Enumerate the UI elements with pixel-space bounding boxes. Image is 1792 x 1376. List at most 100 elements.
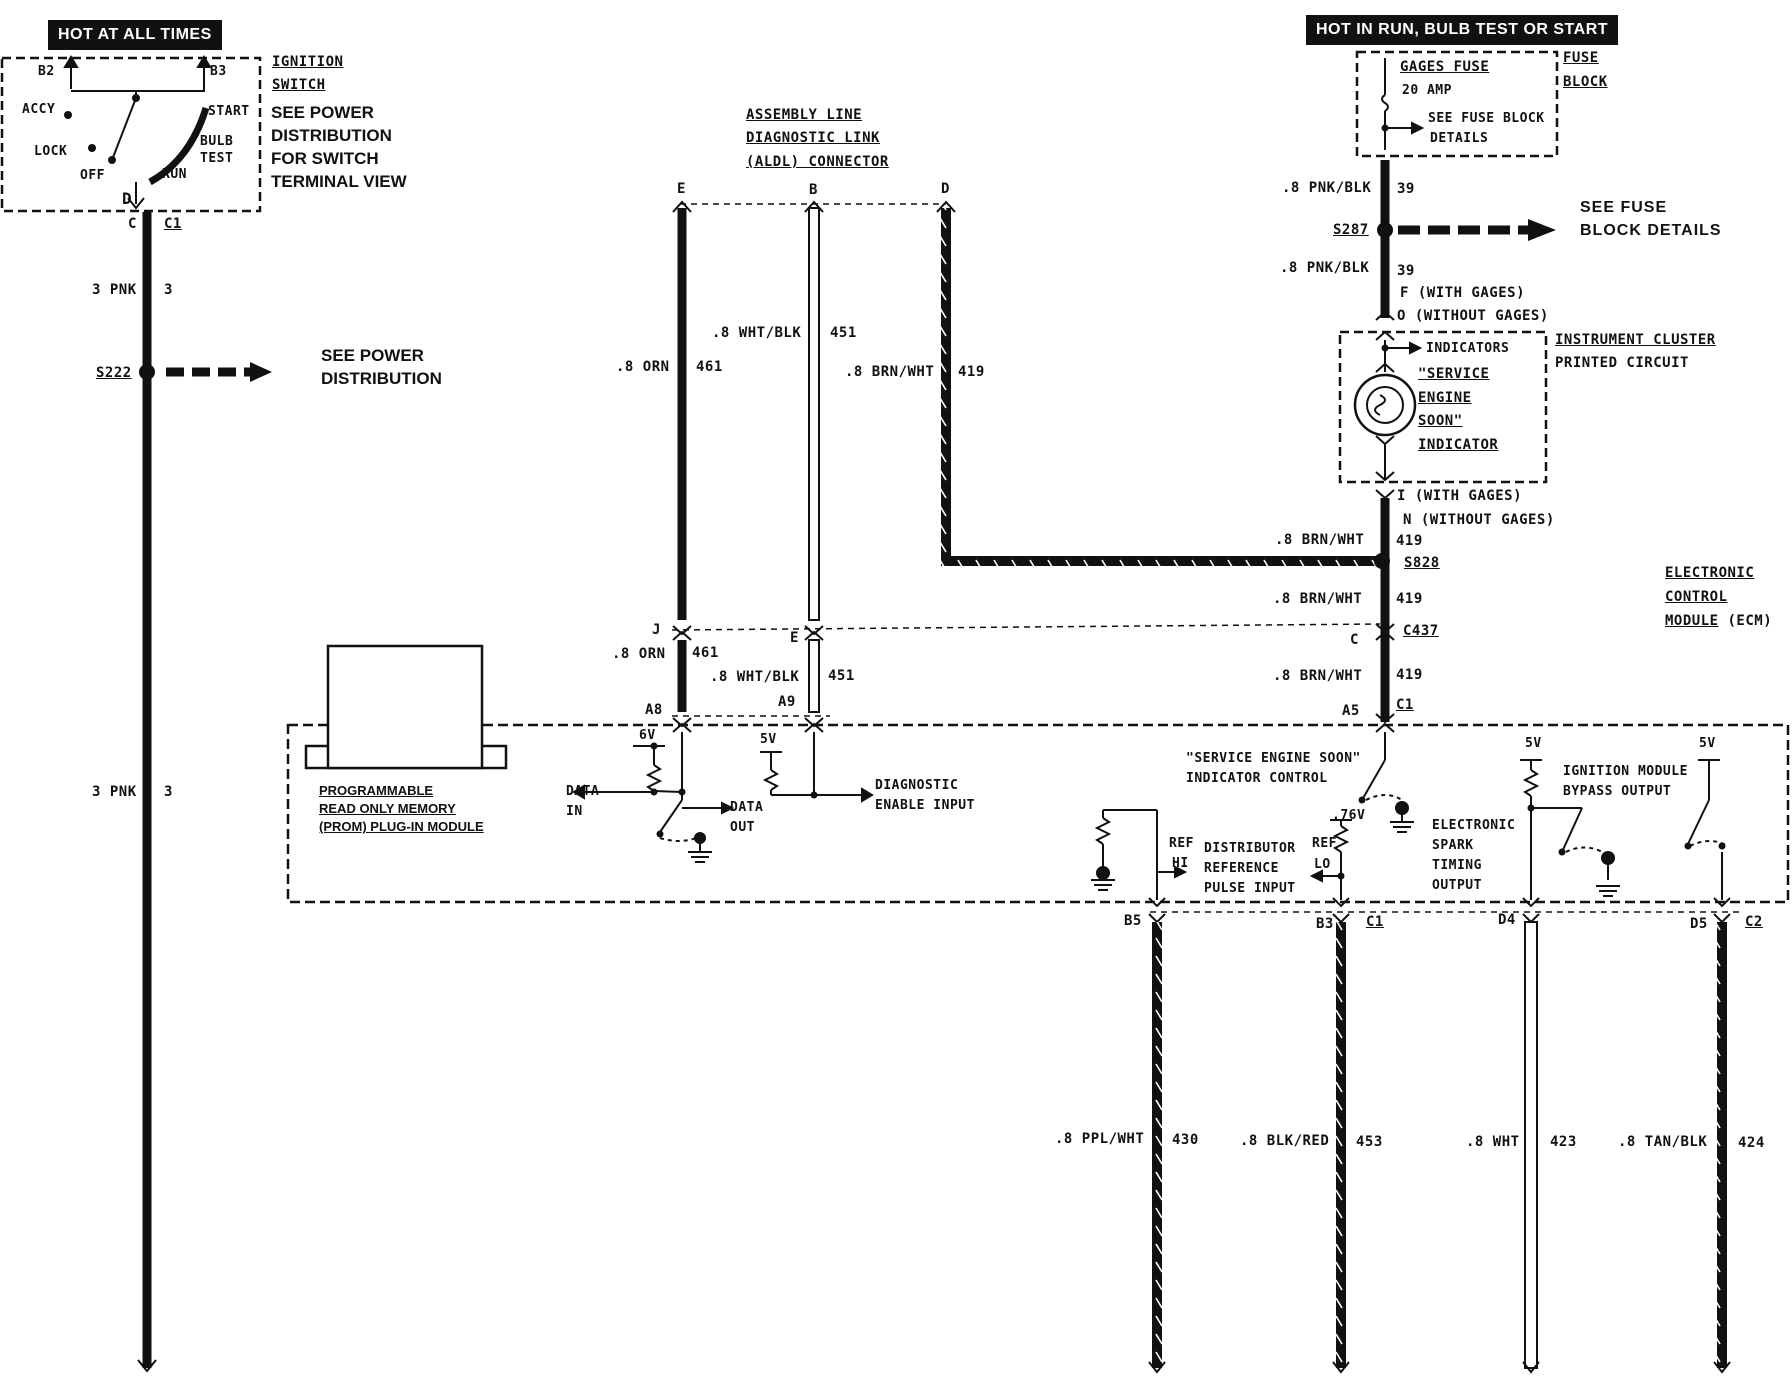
est-2: SPARK	[1432, 838, 1474, 853]
wire-orn-circuit-2: 461	[692, 645, 719, 661]
wire-3-circuit-bottom: 3	[164, 784, 173, 800]
ses-line-1: "SERVICE	[1418, 366, 1490, 382]
wire-pplwht-circuit: 430	[1172, 1132, 1199, 1148]
wire-pnkblk-circuit-1: 39	[1397, 181, 1415, 197]
voltage-5v-bypass-a: 5V	[1525, 736, 1542, 751]
est-4: OUTPUT	[1432, 878, 1482, 893]
wire-3-pnk-end	[137, 1359, 157, 1373]
cluster-o-without: O (WITHOUT GAGES)	[1397, 308, 1549, 324]
ses-control-2: INDICATOR CONTROL	[1186, 771, 1328, 786]
ref-hi-1: REF	[1169, 836, 1194, 851]
see-fuse-1: SEE FUSE	[1580, 199, 1668, 216]
s222-arrow	[250, 362, 272, 382]
ref-lo-node	[1337, 872, 1345, 880]
splice-s287: S287	[1333, 222, 1369, 238]
pivot-contact	[132, 94, 140, 102]
voltage-6v: 6V	[639, 728, 656, 743]
splice-s222: S222	[96, 365, 132, 381]
ses-control-1: "SERVICE ENGINE SOON"	[1186, 751, 1361, 766]
data-node-5	[694, 832, 706, 844]
ecm-box	[286, 723, 1790, 904]
diag-circuit	[760, 732, 874, 803]
ecm-pin-j: J	[652, 622, 661, 638]
data-out-1: DATA	[730, 800, 764, 815]
splice-s287-dot	[1377, 222, 1393, 238]
wire-brnwht-label-aldl: .8 BRN/WHT	[845, 364, 935, 380]
ecm-pin-d5: D5	[1690, 916, 1708, 932]
ses-line-3: SOON"	[1418, 413, 1463, 429]
ignition-terminal-c: C	[128, 216, 137, 232]
ref-lo-2: LO	[1314, 857, 1331, 872]
wire-tanblk-circuit: 424	[1738, 1135, 1765, 1151]
wire-419-brnwht-vert	[941, 208, 951, 564]
hot-in-run-banner: HOT IN RUN, BULB TEST OR START	[1306, 15, 1619, 45]
diag-enable-1: DIAGNOSTIC	[875, 778, 959, 793]
ignition-terminal-d: D	[122, 189, 133, 208]
data-node-2	[650, 788, 658, 796]
gages-fuse-symbol	[1381, 58, 1425, 150]
fuse-block-box	[1355, 50, 1559, 158]
ignition-run: RUN	[162, 167, 187, 182]
cluster-label-1: INSTRUMENT CLUSTER	[1555, 332, 1716, 348]
data-in-2: IN	[566, 804, 583, 819]
wire-brnwht-label-3: .8 BRN/WHT	[1273, 668, 1363, 684]
ignition-bulb: BULB	[200, 134, 234, 149]
wire-3-circuit-top: 3	[164, 282, 173, 298]
bypass-node-1	[1527, 804, 1535, 812]
wire-brnwht-circuit-3: 419	[1396, 667, 1423, 683]
est-3: TIMING	[1432, 858, 1482, 873]
gages-fuse-name: GAGES FUSE	[1400, 59, 1490, 75]
wire-pnkblk-label-2: .8 PNK/BLK	[1280, 260, 1370, 276]
wire-424-tanblk	[1717, 922, 1727, 1368]
data-circuit	[572, 732, 735, 863]
accy-contact	[64, 111, 72, 119]
cluster-label-2: PRINTED CIRCUIT	[1555, 355, 1689, 371]
ses-control-circuit	[1361, 732, 1414, 833]
ignition-note-4: TERMINAL VIEW	[271, 172, 407, 191]
wire-whtblk-label-2: .8 WHT/BLK	[710, 669, 800, 685]
ecm-connector-c2: C2	[1745, 914, 1763, 930]
data-node-4	[656, 830, 664, 838]
ecm-pin-e: E	[790, 630, 799, 646]
cluster-pins-bottom	[1375, 489, 1395, 500]
wire-orn-label-2: .8 ORN	[612, 646, 666, 662]
ignition-note-3: FOR SWITCH	[271, 149, 379, 168]
prom-label-2: READ ONLY MEMORY	[319, 801, 456, 816]
gages-fuse-amp: 20 AMP	[1402, 83, 1452, 98]
wire-whtblk-label: .8 WHT/BLK	[712, 325, 802, 341]
ignition-start: START	[208, 104, 250, 119]
ign-bypass-1: IGNITION MODULE	[1563, 764, 1688, 779]
hot-at-all-times-banner: HOT AT ALL TIMES	[48, 20, 222, 50]
lock-contact	[88, 144, 96, 152]
ignition-accy: ACCY	[22, 102, 56, 117]
ecm-pin-caps-top	[672, 717, 1395, 733]
wire-pnkblk-label-1: .8 PNK/BLK	[1282, 180, 1372, 196]
prom-module-symbol	[304, 644, 508, 770]
bypass-circuit	[1520, 759, 1731, 908]
ecm-label-1: ELECTRONIC	[1665, 565, 1755, 581]
ignition-note-1: SEE POWER	[271, 103, 374, 122]
instrument-cluster-box	[1338, 330, 1548, 484]
bypass-ground	[1601, 851, 1615, 865]
voltage-5v-bypass-b: 5V	[1699, 736, 1716, 751]
wire-brnwht-circuit-2: 419	[1396, 591, 1423, 607]
aldl-pin-b: B	[809, 182, 818, 198]
wire-423-wht	[1524, 921, 1538, 1369]
cluster-indicators: INDICATORS	[1426, 341, 1510, 356]
splice-s222-dot	[139, 364, 155, 380]
s222-note-1: SEE POWER	[321, 346, 424, 365]
est-1: ELECTRONIC	[1432, 818, 1516, 833]
ecm-pin-a5: A5	[1342, 703, 1360, 719]
fuse-details-2: DETAILS	[1430, 131, 1489, 146]
cluster-n-without: N (WITHOUT GAGES)	[1403, 512, 1555, 528]
data-node-3	[678, 788, 686, 796]
bottom-wire-ends	[1148, 1361, 1731, 1374]
ecm-label-3-module: MODULE	[1665, 613, 1719, 629]
wire-brnwht-label-2: .8 BRN/WHT	[1273, 591, 1363, 607]
ignition-title-2: SWITCH	[272, 77, 326, 93]
wire-pnkblk-circuit-2: 39	[1397, 263, 1415, 279]
c437-pins	[1375, 623, 1395, 724]
aldl-pin-caps	[672, 200, 956, 213]
wire-451-whtblk-lower	[808, 639, 820, 713]
